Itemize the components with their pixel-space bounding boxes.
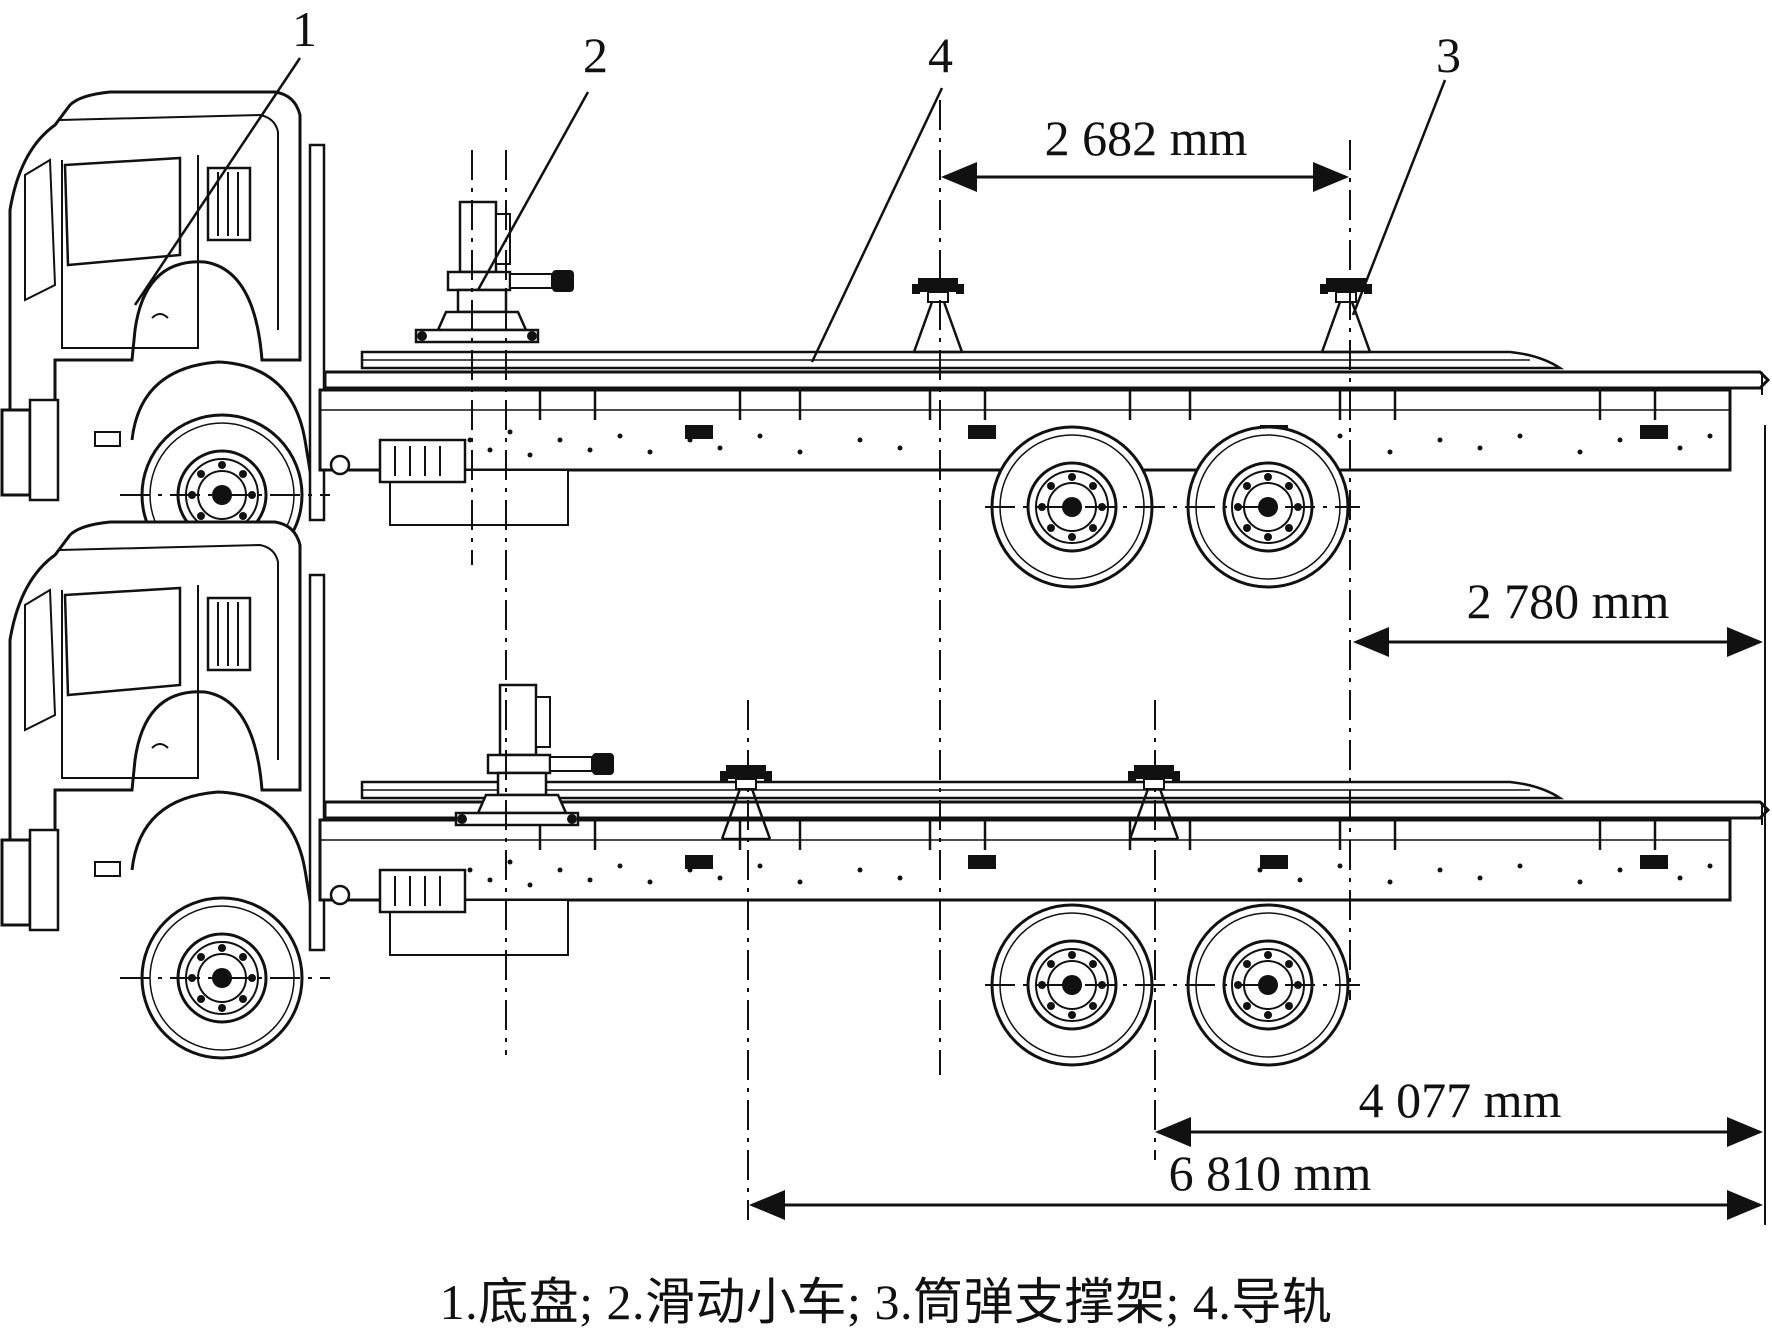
- center-lines: [120, 100, 1360, 1220]
- support-front-top: [910, 276, 966, 354]
- label-rail: 4: [928, 27, 953, 83]
- label-trolley: 2: [583, 27, 608, 83]
- top-truck: [0, 90, 1770, 589]
- rear-wheel-1-top: [990, 425, 1154, 589]
- dim-support-spacing: 2 682 mm: [1045, 110, 1248, 166]
- dimension-lines: [749, 162, 1763, 1220]
- label-chassis: 1: [292, 1, 317, 57]
- leader-lines: [133, 57, 1447, 363]
- dim-rear-support-to-end: 2 780 mm: [1467, 573, 1670, 629]
- trolley-top: [414, 200, 576, 344]
- dim-mid-support-to-end: 4 077 mm: [1359, 1072, 1562, 1128]
- dim-front-support-to-end: 6 810 mm: [1169, 1145, 1372, 1201]
- figure-caption: 1.底盘; 2.滑动小车; 3.筒弹支撑架; 4.导轨: [439, 1274, 1333, 1330]
- rear-wheel-1-bottom: [990, 903, 1154, 1067]
- label-support: 3: [1436, 27, 1461, 83]
